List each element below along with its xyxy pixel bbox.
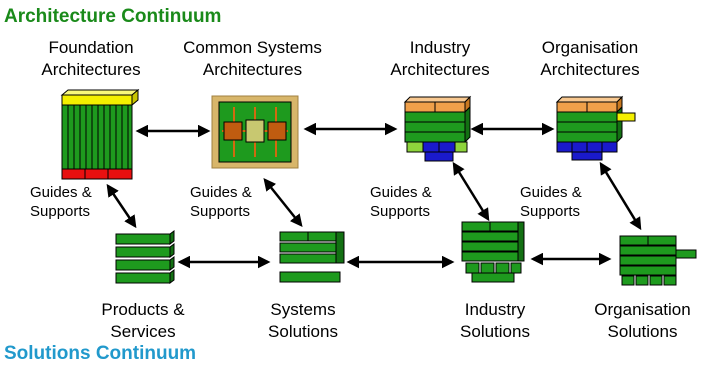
green-slab-3 xyxy=(115,259,171,271)
architecture-continuum-title: Architecture Continuum xyxy=(4,6,222,27)
orange-block-2 xyxy=(434,101,466,113)
label-line: Products & xyxy=(101,300,185,319)
arrow-guides-1 xyxy=(106,183,137,229)
label-line: Solutions xyxy=(607,322,678,341)
organisation-solutions-label: Organisation Solutions xyxy=(580,299,705,343)
products-services-label: Products & Services xyxy=(78,299,208,343)
label-line: Architectures xyxy=(540,60,640,79)
yellow-top-face xyxy=(60,89,140,96)
green-layer-1 xyxy=(556,111,618,123)
arrow-guides-2 xyxy=(263,178,303,227)
green-layer-3 xyxy=(404,131,466,143)
blue-block-2 xyxy=(438,141,456,153)
industry-architectures-label: Industry Architectures xyxy=(375,37,505,81)
organisation-solutions-block xyxy=(619,235,697,286)
green-layer-2 xyxy=(556,121,618,133)
arrow-guides-3 xyxy=(452,161,490,222)
industry-architecture-block xyxy=(403,95,472,162)
label-line: Architectures xyxy=(202,60,303,79)
label-line: Supports xyxy=(30,203,91,220)
common-systems-architectures-label: Common Systems Architectures xyxy=(180,37,325,81)
orange-top xyxy=(403,96,472,103)
organisation-architecture-block xyxy=(555,95,636,161)
lightgreen-block xyxy=(406,141,424,153)
lightgreen-block-2 xyxy=(454,141,468,153)
systems-solutions-label: Systems Solutions xyxy=(248,299,358,343)
industry-solutions-block xyxy=(461,221,525,283)
green-slab-2 xyxy=(115,246,171,258)
yellow-extension xyxy=(616,112,636,122)
label-line: Common Systems xyxy=(183,38,322,57)
common-systems-architecture-board xyxy=(211,95,299,169)
organisation-architectures-label: Organisation Architectures xyxy=(525,37,655,81)
yellow-top-bar xyxy=(61,94,133,106)
blue-block-3 xyxy=(424,151,454,162)
red-base-1 xyxy=(61,168,86,180)
orange-block-1 xyxy=(404,101,436,113)
systems-solutions-block xyxy=(279,231,345,283)
red-base-3 xyxy=(107,168,133,180)
label-line: Supports xyxy=(190,203,251,220)
green-slab-2 xyxy=(279,242,337,253)
label-line: Organisation xyxy=(594,300,691,319)
label-line: Guides & xyxy=(520,184,582,201)
chip-left xyxy=(223,121,243,141)
foundation-architecture-block xyxy=(60,88,140,180)
products-services-block xyxy=(115,230,175,284)
label-line: Systems xyxy=(270,300,336,319)
label-line: Solutions xyxy=(268,322,338,341)
label-line: Services xyxy=(110,322,176,341)
label-line: Industry xyxy=(464,300,526,319)
label-line: Architectures xyxy=(41,60,141,79)
label-line: Guides & xyxy=(190,184,252,201)
yellow-side-face xyxy=(131,88,139,107)
industry-solutions-label: Industry Solutions xyxy=(440,299,550,343)
guides-supports-label: Guides & Supports xyxy=(370,183,432,221)
blue-block-5 xyxy=(571,151,603,161)
orange-block-2 xyxy=(586,101,618,113)
green-layer-3 xyxy=(556,131,618,143)
label-line: Solutions xyxy=(460,322,530,341)
green-extension xyxy=(675,249,697,259)
green-layer-2 xyxy=(404,121,466,133)
blue-block-2 xyxy=(571,141,588,153)
green-slab-1 xyxy=(115,233,171,245)
label-line: Guides & xyxy=(370,184,432,201)
connector-arrows xyxy=(106,122,642,269)
guides-supports-label: Guides & Supports xyxy=(30,183,92,221)
label-line: Supports xyxy=(520,203,581,220)
label-line: Organisation xyxy=(541,38,639,57)
label-line: Guides & xyxy=(30,184,92,201)
guides-supports-label: Guides & Supports xyxy=(520,183,582,221)
blue-block-1 xyxy=(556,141,573,153)
solutions-continuum-title: Solutions Continuum xyxy=(4,343,197,364)
label-line: Supports xyxy=(370,203,431,220)
blue-block-3 xyxy=(586,141,603,153)
blue-block-4 xyxy=(601,141,618,153)
label-line: Architectures xyxy=(390,60,490,79)
green-slab-base xyxy=(279,271,341,283)
green-slab-3 xyxy=(279,253,337,264)
arrow-guides-4 xyxy=(599,161,642,231)
green-layer-1 xyxy=(404,111,466,123)
blue-block-1 xyxy=(422,141,440,153)
label-line: Foundation xyxy=(48,38,134,57)
label-line: Industry xyxy=(409,38,471,57)
green-slab-4 xyxy=(115,272,171,284)
foundation-architectures-label: Foundation Architectures xyxy=(26,37,156,81)
chip-right xyxy=(267,121,287,141)
guides-supports-label: Guides & Supports xyxy=(190,183,252,221)
red-base-2 xyxy=(84,168,109,180)
orange-block-1 xyxy=(556,101,588,113)
chip-center xyxy=(245,119,265,143)
